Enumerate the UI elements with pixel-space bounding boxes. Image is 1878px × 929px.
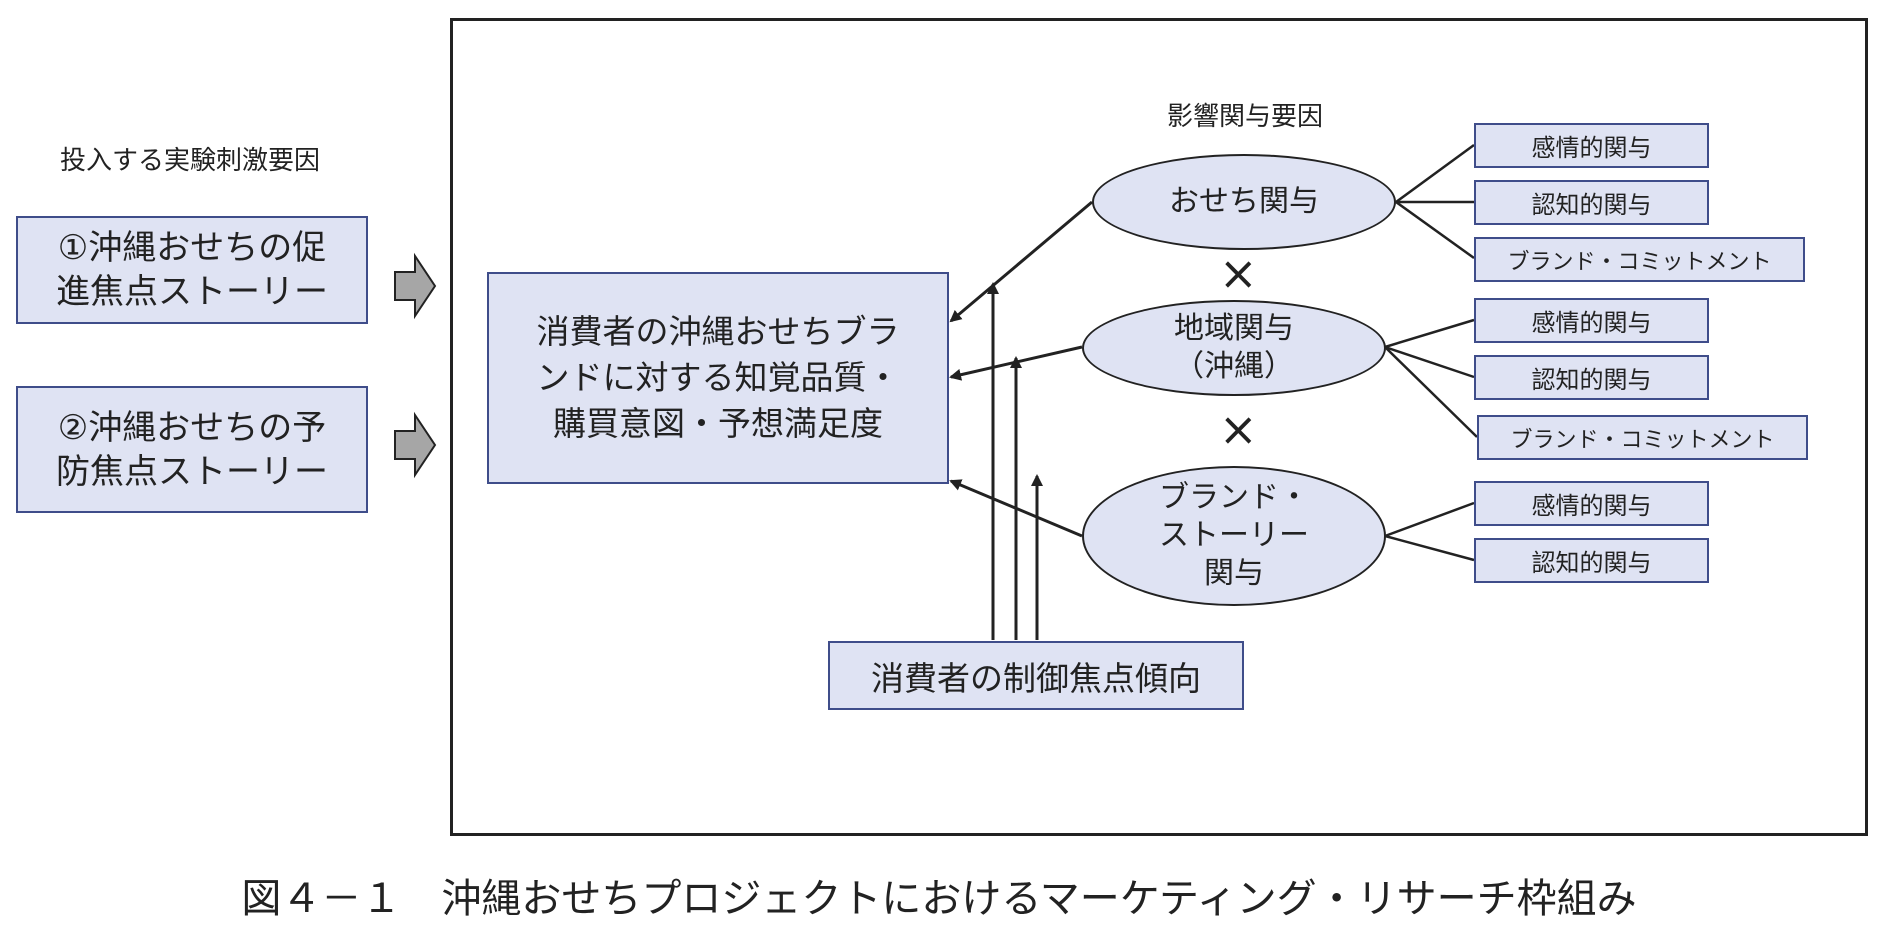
input-arrow-1 bbox=[394, 252, 437, 320]
story-sub-cognitive: 認知的関与 bbox=[1474, 538, 1709, 583]
stimulus-2-box: ②沖縄おせちの予 防焦点ストーリー bbox=[16, 386, 368, 513]
osechi-sub-affective-label: 感情的関与 bbox=[1531, 134, 1652, 162]
link-story-sub-1 bbox=[1384, 501, 1475, 538]
factor-osechi-label: おせち関与 bbox=[1169, 184, 1319, 219]
outcome-label: 消費者の沖縄おせちブラ ンドに対する知覚品質・ 購買意図・予想満足度 bbox=[536, 312, 900, 443]
factor-osechi-ellipse: おせち関与 bbox=[1092, 154, 1396, 250]
link-region-sub-1 bbox=[1384, 318, 1475, 349]
factor-region-label: 地域関与 （沖縄） bbox=[1174, 311, 1294, 384]
link-region-sub-2 bbox=[1384, 345, 1475, 379]
osechi-sub-commitment: ブランド・コミットメント bbox=[1474, 237, 1805, 282]
osechi-sub-commitment-label: ブランド・コミットメント bbox=[1507, 249, 1772, 275]
influence-section-title: 影響関与要因 bbox=[1166, 102, 1323, 132]
cross-symbol-2: × bbox=[1219, 402, 1258, 456]
input-arrow-2 bbox=[394, 411, 437, 479]
osechi-sub-affective: 感情的関与 bbox=[1474, 123, 1709, 168]
link-story-sub-2 bbox=[1384, 534, 1475, 562]
figure-caption: 図４－１ 沖縄おせちプロジェクトにおけるマーケティング・リサーチ枠組み bbox=[241, 876, 1637, 922]
link-osechi-sub-1 bbox=[1395, 143, 1475, 204]
stimulus-1-label: ①沖縄おせちの促 進焦点ストーリー bbox=[56, 228, 328, 312]
stimulus-2-label: ②沖縄おせちの予 防焦点ストーリー bbox=[56, 407, 328, 492]
region-sub-cognitive: 認知的関与 bbox=[1474, 355, 1709, 400]
factor-region-ellipse: 地域関与 （沖縄） bbox=[1082, 300, 1386, 396]
stimulus-section-title: 投入する実験刺激要因 bbox=[59, 146, 320, 176]
region-sub-commitment-label: ブランド・コミットメント bbox=[1510, 427, 1775, 453]
outcome-box: 消費者の沖縄おせちブラ ンドに対する知覚品質・ 購買意図・予想満足度 bbox=[487, 272, 949, 484]
link-region-sub-3 bbox=[1384, 346, 1478, 438]
osechi-sub-cognitive: 認知的関与 bbox=[1474, 180, 1709, 225]
factor-story-ellipse: ブランド・ ストーリー 関与 bbox=[1082, 466, 1386, 606]
link-osechi-sub-3 bbox=[1395, 200, 1475, 260]
story-sub-affective-label: 感情的関与 bbox=[1531, 492, 1652, 520]
moderator-label: 消費者の制御焦点傾向 bbox=[871, 658, 1201, 698]
stimulus-1-box: ①沖縄おせちの促 進焦点ストーリー bbox=[16, 216, 368, 324]
region-sub-cognitive-label: 認知的関与 bbox=[1531, 366, 1652, 394]
moderator-box: 消費者の制御焦点傾向 bbox=[828, 641, 1244, 710]
region-sub-commitment: ブランド・コミットメント bbox=[1477, 415, 1808, 460]
story-sub-affective: 感情的関与 bbox=[1474, 481, 1709, 526]
factor-story-label: ブランド・ ストーリー 関与 bbox=[1159, 480, 1309, 591]
cross-symbol-1: × bbox=[1219, 246, 1258, 300]
osechi-sub-cognitive-label: 認知的関与 bbox=[1531, 191, 1652, 219]
region-sub-affective-label: 感情的関与 bbox=[1531, 309, 1652, 337]
region-sub-affective: 感情的関与 bbox=[1474, 298, 1709, 343]
arrow-osechi-to-central bbox=[949, 200, 1093, 323]
story-sub-cognitive-label: 認知的関与 bbox=[1531, 549, 1652, 577]
framework-frame bbox=[450, 18, 1868, 836]
